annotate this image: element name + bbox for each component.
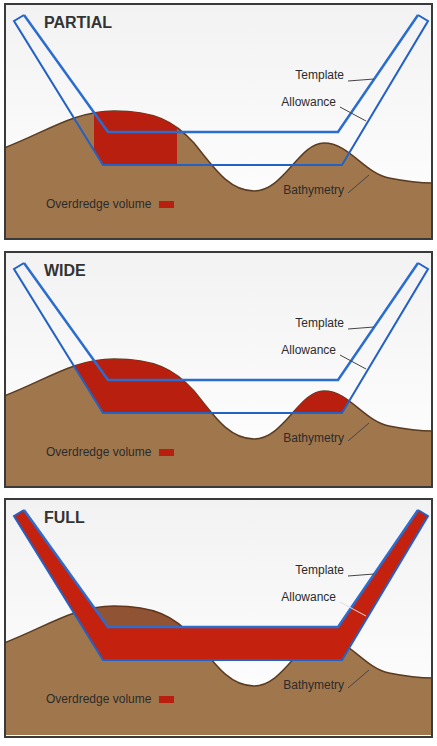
legend-text: Overdredge volume — [46, 197, 151, 211]
legend-row: Overdredge volume — [46, 197, 174, 211]
legend-swatch — [159, 201, 174, 208]
legend-text: Overdredge volume — [46, 445, 151, 459]
part-label: Allowance — [281, 343, 336, 357]
legend-row: Overdredge volume — [46, 692, 174, 706]
wide-panel-art — [4, 251, 433, 488]
part-label: Template — [295, 563, 344, 577]
part-label: Bathymetry — [283, 678, 344, 692]
panel-title: PARTIAL — [44, 14, 112, 32]
partial-panel-art — [4, 3, 433, 240]
part-label: Allowance — [281, 590, 336, 604]
part-label: Bathymetry — [283, 431, 344, 445]
part-label: Template — [295, 68, 344, 82]
legend-row: Overdredge volume — [46, 445, 174, 459]
panel-title: FULL — [44, 509, 85, 527]
legend-text: Overdredge volume — [46, 692, 151, 706]
panel-title: WIDE — [44, 262, 86, 280]
full-panel-art — [4, 498, 433, 735]
legend-swatch — [159, 696, 174, 703]
part-label: Template — [295, 316, 344, 330]
part-label: Bathymetry — [283, 183, 344, 197]
part-label: Allowance — [281, 95, 336, 109]
legend-swatch — [159, 449, 174, 456]
